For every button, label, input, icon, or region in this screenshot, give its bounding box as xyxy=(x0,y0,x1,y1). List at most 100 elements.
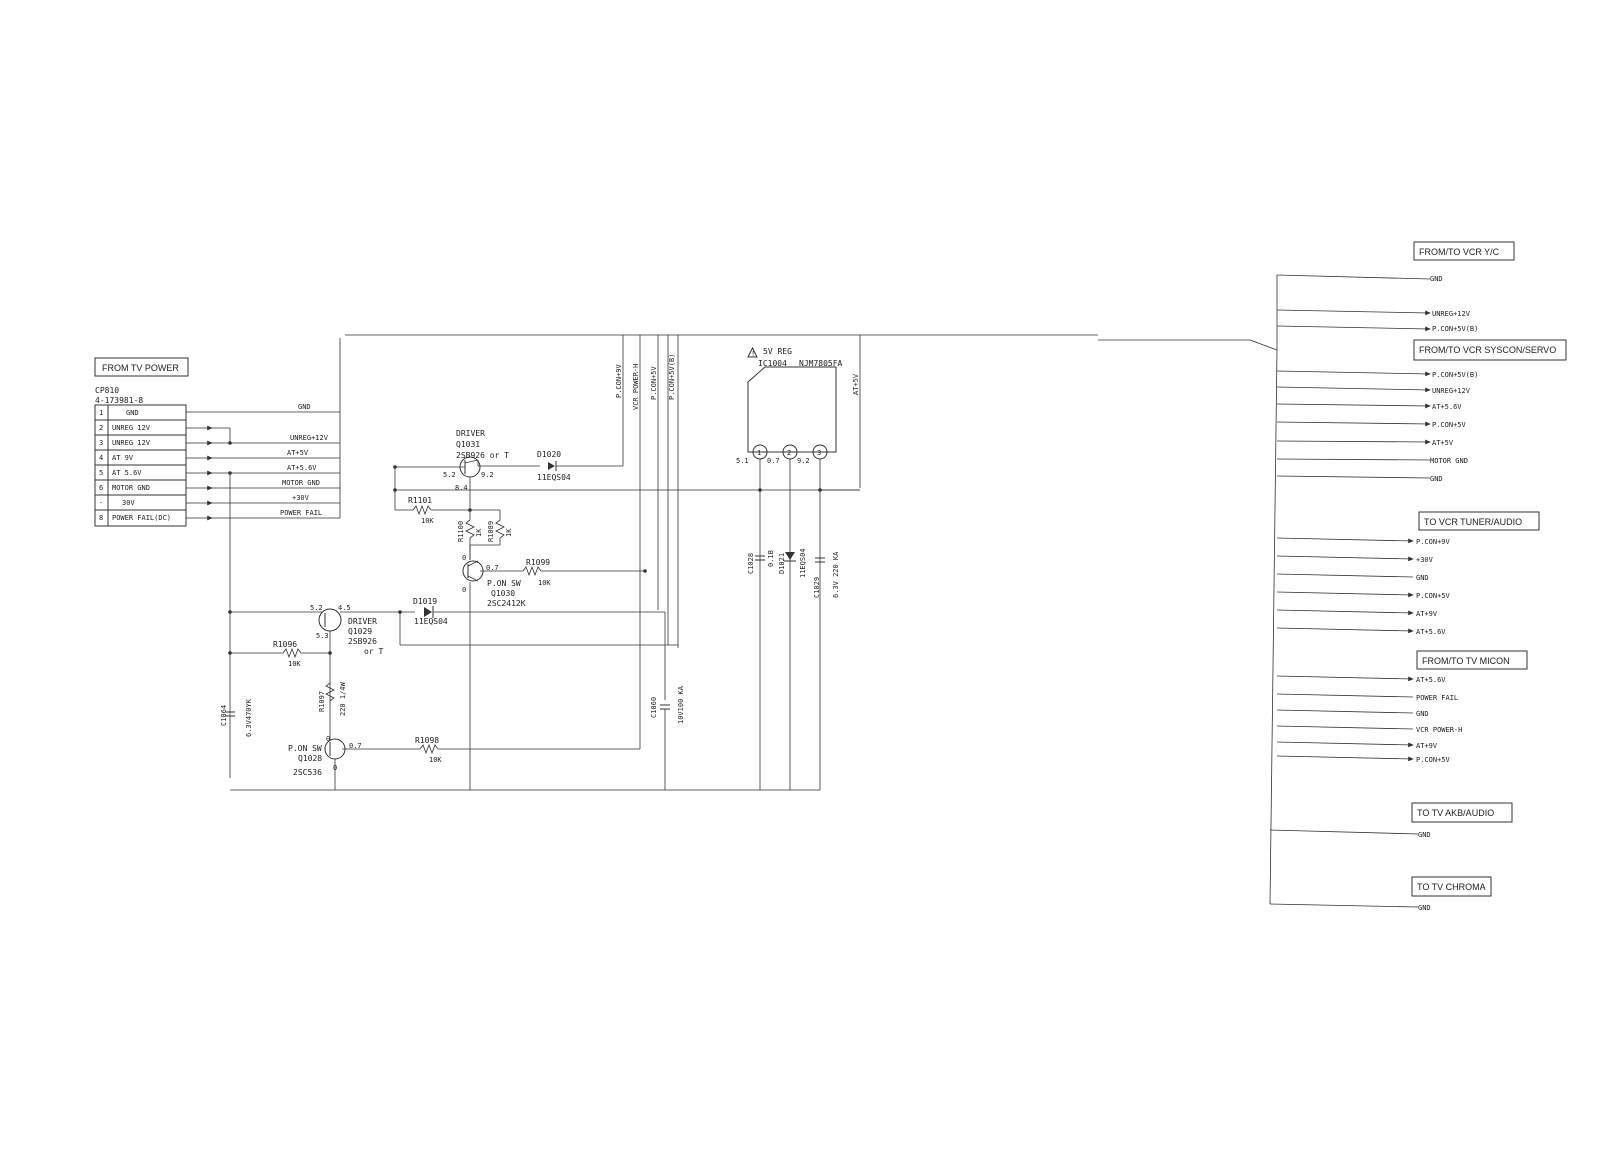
q1029-voltage-2: 4.5 xyxy=(338,604,351,612)
pin-name: POWER FAIL(DC) xyxy=(112,514,171,522)
pin-name: UNREG 12V xyxy=(112,439,151,447)
signal-label: UNREG+12V xyxy=(1432,387,1471,395)
q1030-voltage-3: 0 xyxy=(462,586,466,594)
ic1004-ref: IC1004 xyxy=(758,359,787,368)
pin-number: 6 xyxy=(99,484,103,492)
pin-number: 4 xyxy=(99,454,103,462)
r1089-val: 1K xyxy=(505,528,513,537)
connector-pin-row: 4 AT 9V xyxy=(99,454,134,462)
net-label-at5v: AT+5V xyxy=(287,449,309,457)
vnet-pcon9v: P.CON+9V xyxy=(615,363,623,398)
diode-d1020 xyxy=(548,461,624,471)
q1031-voltage-base: 5.2 xyxy=(443,471,456,479)
pin-name: MOTOR GND xyxy=(112,484,150,492)
signal-label: AT+9V xyxy=(1416,742,1438,750)
r1101-val: 10K xyxy=(421,517,434,525)
ic1004-pin2-label: 2 xyxy=(787,449,791,457)
resistor-r1101 xyxy=(393,467,860,516)
r1101-ref: R1101 xyxy=(408,496,432,505)
q1030-voltage-2: 0.7 xyxy=(486,564,499,572)
c1028-val: 0.1B xyxy=(767,550,775,567)
connector-part: 4-173981-8 xyxy=(95,396,143,405)
c1028-ref: C1028 xyxy=(747,553,755,574)
group-title: TO TV AKB/AUDIO xyxy=(1417,808,1494,818)
signal-label: +30V xyxy=(1416,556,1434,564)
group-title: FROM/TO TV MICON xyxy=(1422,656,1510,666)
transistor-q1031 xyxy=(393,456,540,490)
connector-pin-row: 6 MOTOR GND xyxy=(99,484,150,492)
regulator-ic1004: ! xyxy=(747,346,837,790)
group-title: TO VCR TUNER/AUDIO xyxy=(1424,517,1522,527)
signal-label: POWER FAIL xyxy=(1416,694,1458,702)
ic1004-voltage-2: 0.7 xyxy=(767,457,780,465)
right-group-vcr-yc: FROM/TO VCR Y/C GND UNREG+12V P.CON+5V(B… xyxy=(1276,241,1515,333)
r1100-val: 1K xyxy=(475,528,483,537)
q1028-ref: Q1028 xyxy=(298,754,322,763)
pin-number: 2 xyxy=(99,424,103,432)
c1029-ref: C1029 xyxy=(813,577,821,598)
right-group-tv-chroma: TO TV CHROMA GND xyxy=(1269,876,1492,912)
capacitor-c1029 xyxy=(815,557,825,563)
connector-ref: CP810 xyxy=(95,386,119,395)
ic1004-pin1-label: 1 xyxy=(757,449,761,457)
connector-title: FROM TV POWER xyxy=(102,363,179,373)
pin-name: UNREG 12V xyxy=(112,424,151,432)
net-label-motor: MOTOR GND xyxy=(282,479,320,487)
vnet-at5v: AT+5V xyxy=(852,373,860,395)
q1029-voltage-3: 5.3 xyxy=(316,632,329,640)
signal-label: VCR POWER-H xyxy=(1416,726,1462,734)
r1097-ref: R1097 xyxy=(318,691,326,712)
connector-title-box xyxy=(94,357,189,377)
ic1004-pin3-label: 3 xyxy=(817,449,821,457)
c1060-ref: C1060 xyxy=(650,697,658,718)
svg-text:!: ! xyxy=(751,350,755,358)
net-label-gnd: GND xyxy=(298,403,311,411)
right-group-vcr-tuner-audio: TO VCR TUNER/AUDIO P.CON+9V +30V GND P.C… xyxy=(1276,511,1540,636)
transistor-q1030 xyxy=(462,545,523,790)
pin-number: 1 xyxy=(99,409,103,417)
pin-number: - xyxy=(99,499,103,507)
q1030-voltage-1: 0 xyxy=(462,554,466,562)
signal-label: MOTOR GND xyxy=(1430,457,1468,465)
r1099-val: 10K xyxy=(538,579,551,587)
vertical-nets xyxy=(622,335,861,742)
group-title: TO TV CHROMA xyxy=(1417,882,1486,892)
d1020-part: 11EQS04 xyxy=(537,473,571,482)
q1030-ref: Q1030 xyxy=(491,589,515,598)
q1031-voltage-collector: 8.4 xyxy=(455,484,468,492)
q1028-role: P.ON SW xyxy=(288,744,322,753)
signal-label: GND xyxy=(1416,710,1429,718)
transistor-q1028 xyxy=(324,738,420,790)
pin-number: 3 xyxy=(99,439,103,447)
diode-d1021 xyxy=(784,552,796,562)
r1089-ref: R1089 xyxy=(487,521,495,542)
connector-pin-row: 8 POWER FAIL(DC) xyxy=(99,514,171,522)
vnet-pcon5v: P.CON+5V xyxy=(650,365,658,400)
signal-label: GND xyxy=(1418,904,1431,912)
r1096-ref: R1096 xyxy=(273,640,297,649)
pin-number: 5 xyxy=(99,469,103,477)
q1029-role: DRIVER xyxy=(348,617,377,626)
q1030-role: P.ON SW xyxy=(487,579,521,588)
signal-label: AT+5.6V xyxy=(1416,628,1446,636)
right-group-tv-akb-audio: TO TV AKB/AUDIO GND xyxy=(1269,802,1513,839)
q1029-part: 2SB926 xyxy=(348,637,377,646)
signal-label: AT+9V xyxy=(1416,610,1438,618)
q1031-voltage-emitter: 9.2 xyxy=(481,471,494,479)
net-label-at56: AT+5.6V xyxy=(287,464,317,472)
signal-label: GND xyxy=(1416,574,1429,582)
connector-pin-row: -30V xyxy=(99,499,135,507)
q1029-ref: Q1029 xyxy=(348,627,372,636)
pin-name: AT 9V xyxy=(112,454,134,462)
q1029-voltage-1: 5.2 xyxy=(310,604,323,612)
q1029-alt: or T xyxy=(364,647,383,656)
vnet-pcon5v-b: P.CON+5V(B) xyxy=(668,354,676,400)
pin-number: 8 xyxy=(99,514,103,522)
right-bus xyxy=(1249,275,1278,905)
q1030-part: 2SC2412K xyxy=(487,599,526,608)
resistor-r1099 xyxy=(522,565,647,577)
signal-label: P.CON+5V xyxy=(1432,421,1467,429)
net-label-pfail: POWER FAIL xyxy=(280,509,322,517)
